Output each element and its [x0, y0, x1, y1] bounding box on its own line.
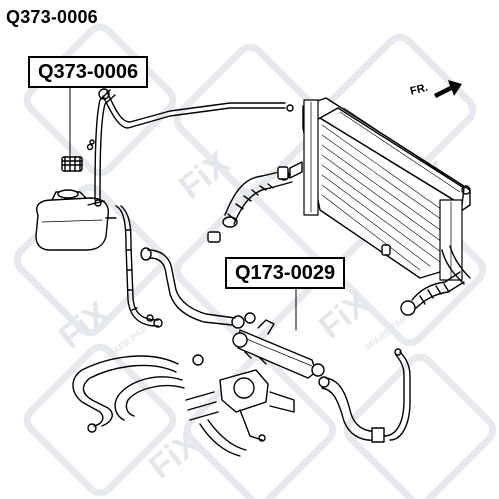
reservoir-lower-hose: [115, 205, 163, 328]
lower-right-hose: [318, 348, 411, 443]
page-title: Q373-0006: [6, 7, 98, 27]
radiator: [286, 97, 471, 281]
reservoir-cap: [61, 156, 83, 172]
watermark-logo: FiX: [172, 144, 237, 207]
radiator-lower-hose: [400, 245, 471, 316]
hose-clamps: [89, 139, 391, 322]
coolant-pipe-q173: [232, 319, 325, 379]
watermark-logo: FiX: [312, 284, 377, 347]
heater-hose: [72, 354, 204, 433]
coolant-reservoir: [35, 189, 117, 251]
front-direction-arrow-icon: [434, 80, 462, 98]
callout-hose-part: Q173-0029: [225, 257, 346, 289]
water-pump-assembly: [185, 369, 295, 457]
overflow-tube: [86, 88, 286, 201]
bypass-hose: [140, 247, 256, 329]
watermark-logo: FiX: [142, 424, 207, 487]
callout-reservoir-part: Q373-0006: [28, 56, 149, 88]
